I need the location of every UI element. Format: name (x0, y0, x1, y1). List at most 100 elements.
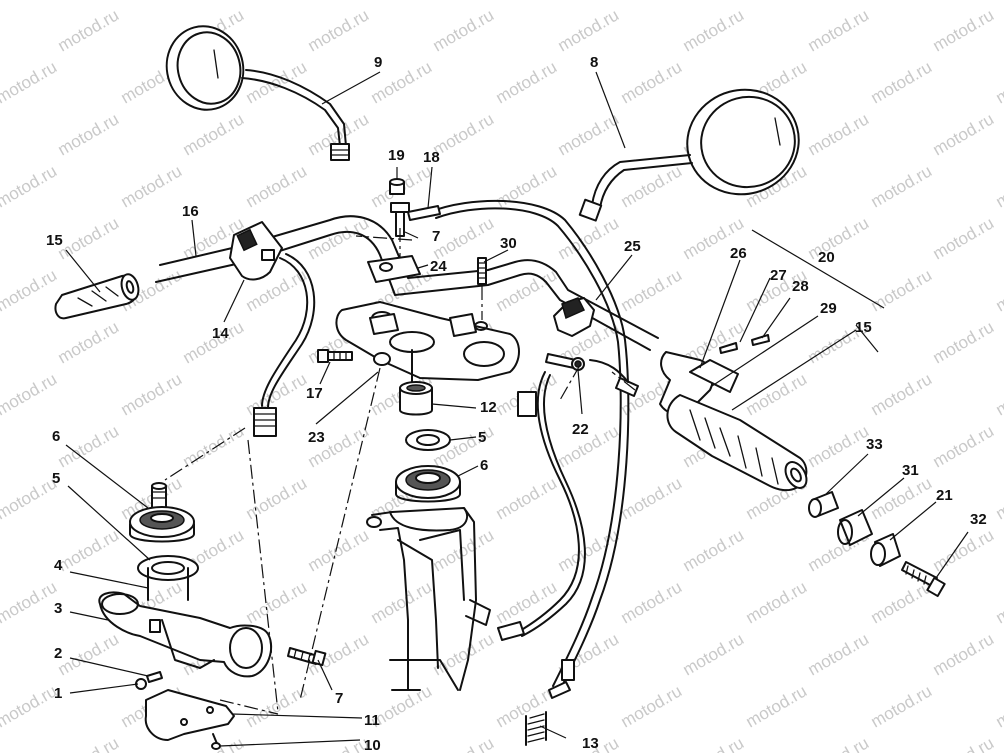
watermark-text: motod.ru (118, 0, 186, 3)
watermark-text: motod.ru (0, 0, 60, 3)
watermark-text: motod.ru (993, 161, 1004, 211)
watermark-text: motod.ru (430, 629, 498, 679)
watermark-text: motod.ru (868, 57, 936, 107)
watermark-text: motod.ru (993, 577, 1004, 627)
watermark-text: motod.ru (805, 5, 873, 55)
callout-20: 20 (818, 249, 835, 266)
watermark-text: motod.ru (0, 577, 60, 627)
callout-26: 26 (730, 245, 747, 262)
watermark-text: motod.ru (368, 577, 436, 627)
watermark-text: motod.ru (993, 57, 1004, 107)
watermark-text: motod.ru (493, 577, 561, 627)
watermark-text: motod.ru (680, 629, 748, 679)
watermark-text: motod.ru (430, 733, 498, 753)
watermark-text: motod.ru (55, 317, 123, 367)
callout-15-right: 15 (855, 319, 872, 336)
handlebar (54, 215, 808, 492)
callout-4: 4 (54, 557, 63, 574)
callout-labels: 1 2 3 4 5 5 6 6 7 7 8 9 10 11 12 13 14 1… (46, 54, 987, 753)
steering-stack-center (395, 381, 461, 503)
watermark-text: motod.ru (868, 161, 936, 211)
watermark-text: motod.ru (930, 629, 998, 679)
watermark-text: motod.ru (55, 525, 123, 575)
watermark-text: motod.ru (430, 525, 498, 575)
callout-9: 9 (374, 54, 382, 71)
watermark-text: motod.ru (805, 109, 873, 159)
watermark-text: motod.ru (868, 369, 936, 419)
watermark-text: motod.ru (55, 213, 123, 263)
watermark-text: motod.ru (0, 265, 60, 315)
frame (366, 507, 491, 691)
watermark-text: motod.ru (305, 525, 373, 575)
callout-33: 33 (866, 436, 883, 453)
watermark-text: motod.ru (180, 109, 248, 159)
watermark-text: motod.ru (493, 57, 561, 107)
callout-15-left: 15 (46, 232, 63, 249)
lower-stack (98, 482, 327, 750)
bar-end-parts (808, 491, 946, 598)
watermark-text: motod.ru (243, 473, 311, 523)
callout-12: 12 (480, 399, 497, 416)
callout-19: 19 (388, 147, 405, 164)
callout-22: 22 (572, 421, 589, 438)
watermark-text: motod.ru (743, 577, 811, 627)
mirror-left (165, 25, 350, 161)
watermark-text: motod.ru (55, 629, 123, 679)
callout-32: 32 (970, 511, 987, 528)
watermark-text: motod.ru (930, 317, 998, 367)
watermark-text: motod.ru (55, 109, 123, 159)
watermark-text: motod.ru (993, 0, 1004, 3)
callout-10: 10 (364, 737, 381, 753)
watermark-text: motod.ru (243, 577, 311, 627)
callout-25: 25 (624, 238, 641, 255)
watermark-text: motod.ru (0, 161, 60, 211)
callout-30: 30 (500, 235, 517, 252)
watermark-text: motod.ru (493, 473, 561, 523)
watermark-text: motod.ru (305, 733, 373, 753)
watermark-text: motod.ru (368, 0, 436, 3)
watermark-text: motod.ru (618, 0, 686, 3)
watermark-text: motod.ru (555, 525, 623, 575)
center-lines (164, 228, 636, 715)
callout-23: 23 (308, 429, 325, 446)
watermark-text: motod.ru (430, 5, 498, 55)
watermark-text: motod.ru (618, 577, 686, 627)
callout-29: 29 (820, 300, 837, 317)
callout-24: 24 (430, 258, 447, 275)
watermark-text: motod.ru (993, 473, 1004, 523)
callout-13: 13 (582, 735, 599, 752)
watermark-text: motod.ru (618, 473, 686, 523)
watermark-text: motod.ru (930, 213, 998, 263)
watermark-text: motod.ru (0, 681, 60, 731)
watermark-text: motod.ru (993, 681, 1004, 731)
watermark-text: motod.ru (993, 265, 1004, 315)
watermark-text: motod.ru (930, 421, 998, 471)
watermark-text: motod.ru (680, 5, 748, 55)
watermark-text: motod.ru (805, 421, 873, 471)
callout-31: 31 (902, 462, 919, 479)
watermark-text: motod.ru (868, 577, 936, 627)
callout-14: 14 (212, 325, 229, 342)
watermark-text: motod.ru (55, 733, 123, 753)
watermark-text: motod.ru (118, 161, 186, 211)
watermark-text: motod.ru (493, 0, 561, 3)
callout-2: 2 (54, 645, 62, 662)
watermark-text: motod.ru (618, 681, 686, 731)
callout-16: 16 (182, 203, 199, 220)
watermark-text: motod.ru (805, 213, 873, 263)
watermark-text: motod.ru (868, 0, 936, 3)
watermark-text: motod.ru (618, 57, 686, 107)
watermark-text: motod.ru (55, 5, 123, 55)
watermark-text: motod.ru (118, 369, 186, 419)
watermark-text: motod.ru (805, 629, 873, 679)
mirror-right (578, 88, 800, 222)
watermark-text: motod.ru (868, 265, 936, 315)
callout-1: 1 (54, 685, 62, 702)
watermark-text: motod.ru (868, 681, 936, 731)
leader-lines (65, 71, 969, 747)
callout-7-lower: 7 (335, 690, 343, 707)
watermark-text: motod.ru (55, 421, 123, 471)
watermark-text: motod.ru (180, 421, 248, 471)
watermark-text: motod.ru (0, 369, 60, 419)
